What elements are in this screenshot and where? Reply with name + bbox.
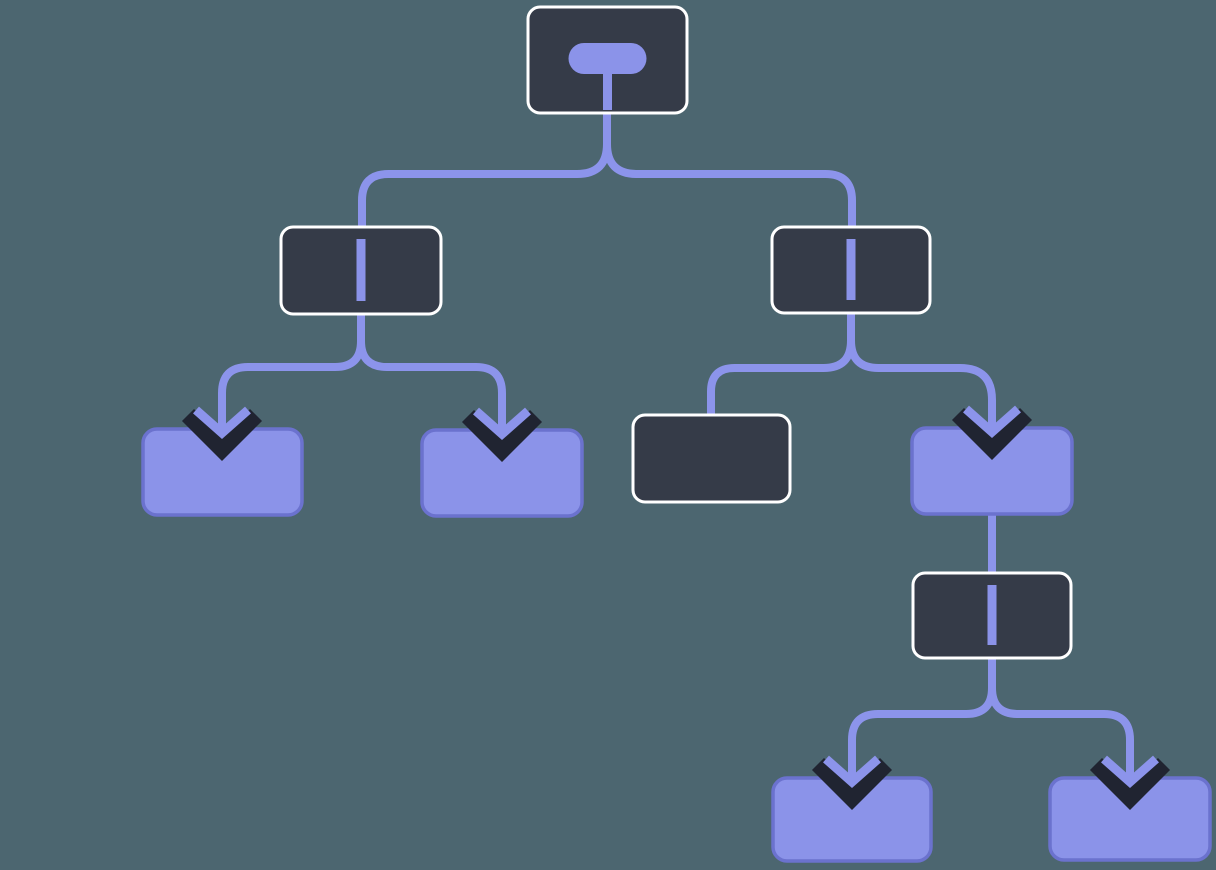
skeleton-bar: [987, 585, 997, 645]
arrowhead-icon-branch-left-to-leaf-1: [181, 401, 263, 462]
tree-node-branch-right[interactable]: [770, 225, 932, 315]
skeleton-bar: [846, 239, 856, 300]
edge-root-to-branch-left: [358, 112, 611, 227]
skeleton-pill: [568, 43, 647, 74]
tree-node-branch-lower[interactable]: [911, 571, 1073, 660]
arrowhead-icon-branch-lower-to-leaf-4: [811, 750, 893, 811]
edge-root-to-branch-right: [603, 112, 856, 227]
arrowhead-icon-branch-left-to-leaf-2: [461, 402, 543, 463]
skeleton-bar: [356, 239, 366, 301]
edge-branch-lower-to-leaf-5: [988, 658, 1134, 782]
tree-node-group-empty[interactable]: [631, 413, 792, 504]
tree-node-root[interactable]: [526, 5, 689, 115]
edge-branch-right-to-group: [707, 313, 855, 415]
arrowhead-icon-branch-lower-to-leaf-5: [1089, 750, 1171, 811]
arrowhead-icon-branch-right-to-leaf-3: [951, 400, 1033, 461]
edge-branch-left-to-leaf-2: [357, 314, 506, 434]
tree-node-branch-left[interactable]: [279, 225, 443, 316]
edge-branch-right-to-leaf-3: [847, 313, 996, 432]
skeleton-stem: [603, 71, 612, 110]
